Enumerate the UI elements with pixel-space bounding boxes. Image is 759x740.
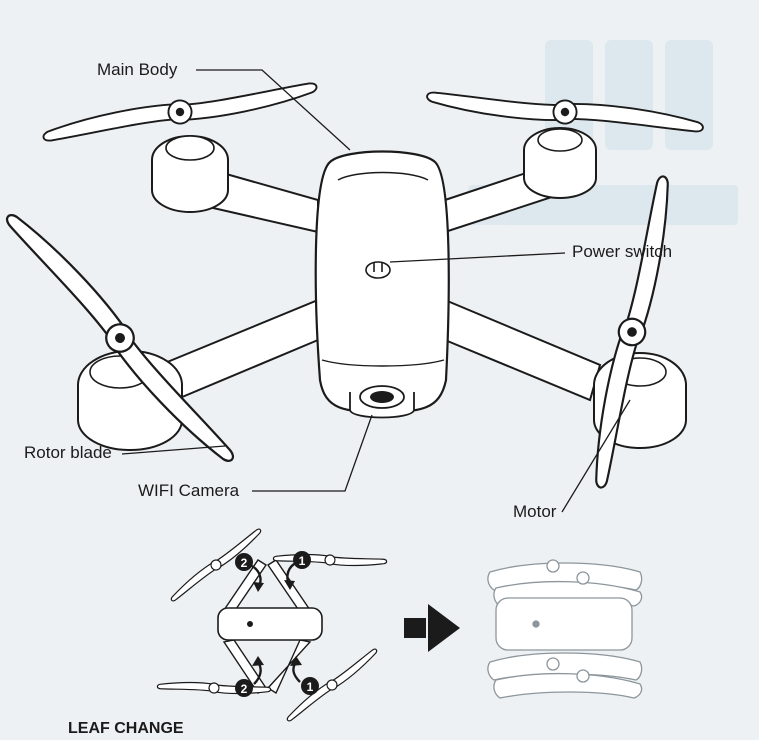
main-body: [316, 152, 449, 413]
motor-front-left: [152, 136, 228, 212]
curved-arrow-icon: [253, 582, 264, 592]
main-body-label: Main Body: [97, 60, 177, 80]
fold-steps-diagram: [157, 524, 389, 725]
right-arrow-icon: [404, 604, 460, 652]
motor-label: Motor: [513, 502, 556, 522]
step-marker-rear-right: 1: [290, 656, 319, 695]
power-switch-label: Power switch: [572, 242, 672, 262]
svg-text:2: 2: [241, 682, 248, 696]
curved-arrow-icon: [252, 656, 264, 666]
motor-front-right: [524, 128, 596, 198]
wifi-camera-label: WIFI Camera: [138, 481, 239, 501]
svg-text:1: 1: [307, 680, 314, 694]
leaf-change-caption: LEAF CHANGE: [68, 720, 184, 738]
rotor-blade-label: Rotor blade: [24, 443, 112, 463]
folded-drone-diagram: [488, 560, 642, 698]
svg-text:1: 1: [299, 554, 306, 568]
power-switch: [366, 262, 390, 278]
svg-text:2: 2: [241, 556, 248, 570]
